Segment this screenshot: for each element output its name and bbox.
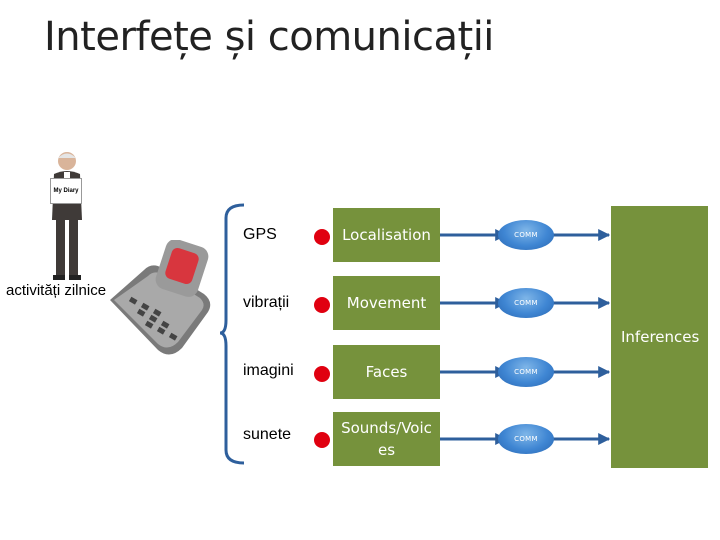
diary-sign: My Diary	[50, 178, 82, 204]
comm-node: COMM	[498, 220, 554, 250]
comm-node: COMM	[498, 357, 554, 387]
red-dot	[314, 297, 330, 313]
sensor-bracket	[219, 203, 245, 465]
sensor-images: imagini	[243, 362, 294, 379]
daily-activities-label: activități zilnice	[6, 282, 107, 299]
diary-sign-text: My Diary	[53, 188, 79, 194]
data-label: Faces	[365, 363, 408, 381]
comm-node: COMM	[498, 424, 554, 454]
comm-label: COMM	[514, 435, 538, 443]
red-dot	[314, 366, 330, 382]
comm-label: COMM	[514, 231, 538, 239]
sensor-sounds: sunete	[243, 426, 292, 443]
comm-label: COMM	[514, 299, 538, 307]
data-label: Sounds/Voic es	[341, 419, 432, 459]
red-dot	[314, 229, 330, 245]
comm-label: COMM	[514, 368, 538, 376]
data-box-faces: Faces	[333, 345, 440, 399]
phone-image	[110, 240, 211, 355]
data-label: Localisation	[342, 226, 431, 244]
data-box-localisation: Localisation	[333, 208, 440, 262]
data-box-movement: Movement	[333, 276, 440, 330]
red-dot	[314, 432, 330, 448]
sensor-vibrations: vibrații	[243, 294, 290, 311]
comm-node: COMM	[498, 288, 554, 318]
data-label: Movement	[346, 294, 427, 312]
inferences-label: Inferences	[621, 328, 700, 346]
sensor-gps: GPS	[243, 226, 277, 243]
inferences-box	[611, 206, 708, 468]
data-box-sounds: Sounds/Voic es	[333, 412, 440, 466]
slide-title: Interfețe și comunicații	[44, 14, 494, 60]
